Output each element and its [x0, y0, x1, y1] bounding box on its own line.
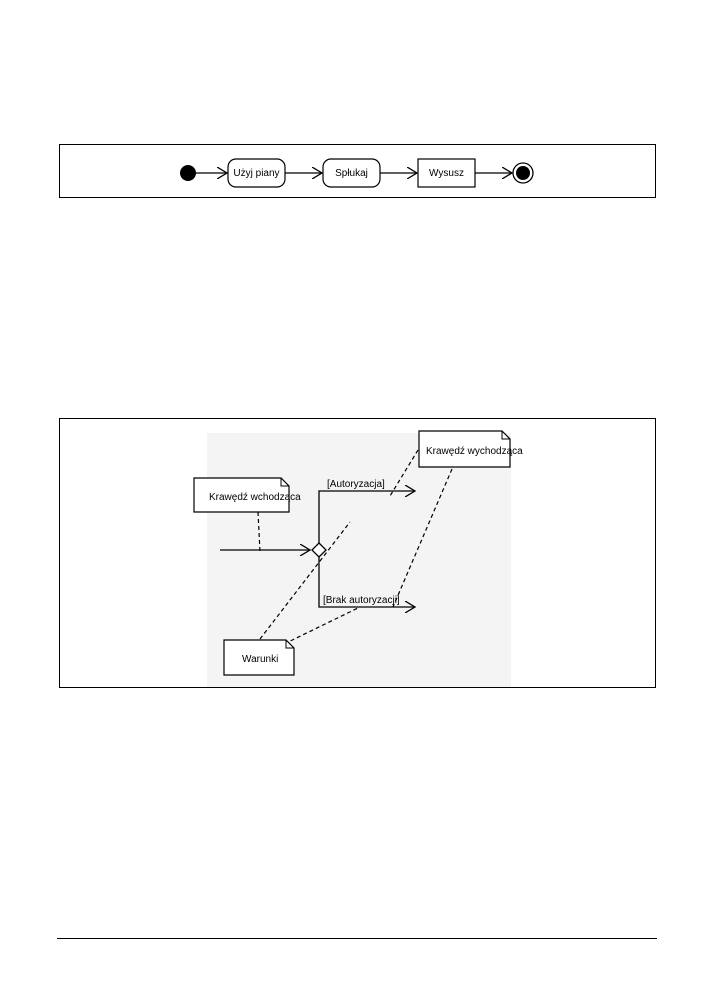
outgoing-edge-authorized: [318, 491, 415, 543]
action-use-foam-label: Użyj piany: [233, 168, 279, 179]
guard-unauthorized: [Brak autoryzacji]: [323, 595, 400, 606]
note-incoming-label: Krawędź wchodząca: [209, 492, 301, 503]
note-outgoing: Krawędź wychodząca: [418, 430, 523, 468]
action-rinse-label: Spłukaj: [335, 168, 368, 179]
note-conditions-label: Warunki: [242, 654, 278, 665]
final-node-inner: [516, 166, 530, 180]
activity-diagram: Użyj piany Spłukaj Wysusz: [180, 158, 534, 188]
initial-node: [180, 165, 196, 181]
note-conditions: Warunki: [223, 639, 295, 676]
footer-divider: [57, 938, 657, 939]
outgoing-edge-unauthorized: [318, 557, 415, 607]
guard-authorized: [Autoryzacja]: [327, 479, 385, 490]
activity-diagram-frame: Użyj piany Spłukaj Wysusz: [59, 144, 656, 198]
note-incoming: Krawędź wchodząca: [193, 477, 301, 513]
decision-diagram: [Autoryzacja] [Brak autoryzacji] Krawędź…: [193, 430, 523, 687]
note-connectors: [257, 449, 453, 648]
decision-diagram-frame: [Autoryzacja] [Brak autoryzacji] Krawędź…: [59, 418, 656, 688]
note-outgoing-label: Krawędź wychodząca: [426, 446, 523, 457]
action-dry-label: Wysusz: [429, 168, 464, 179]
